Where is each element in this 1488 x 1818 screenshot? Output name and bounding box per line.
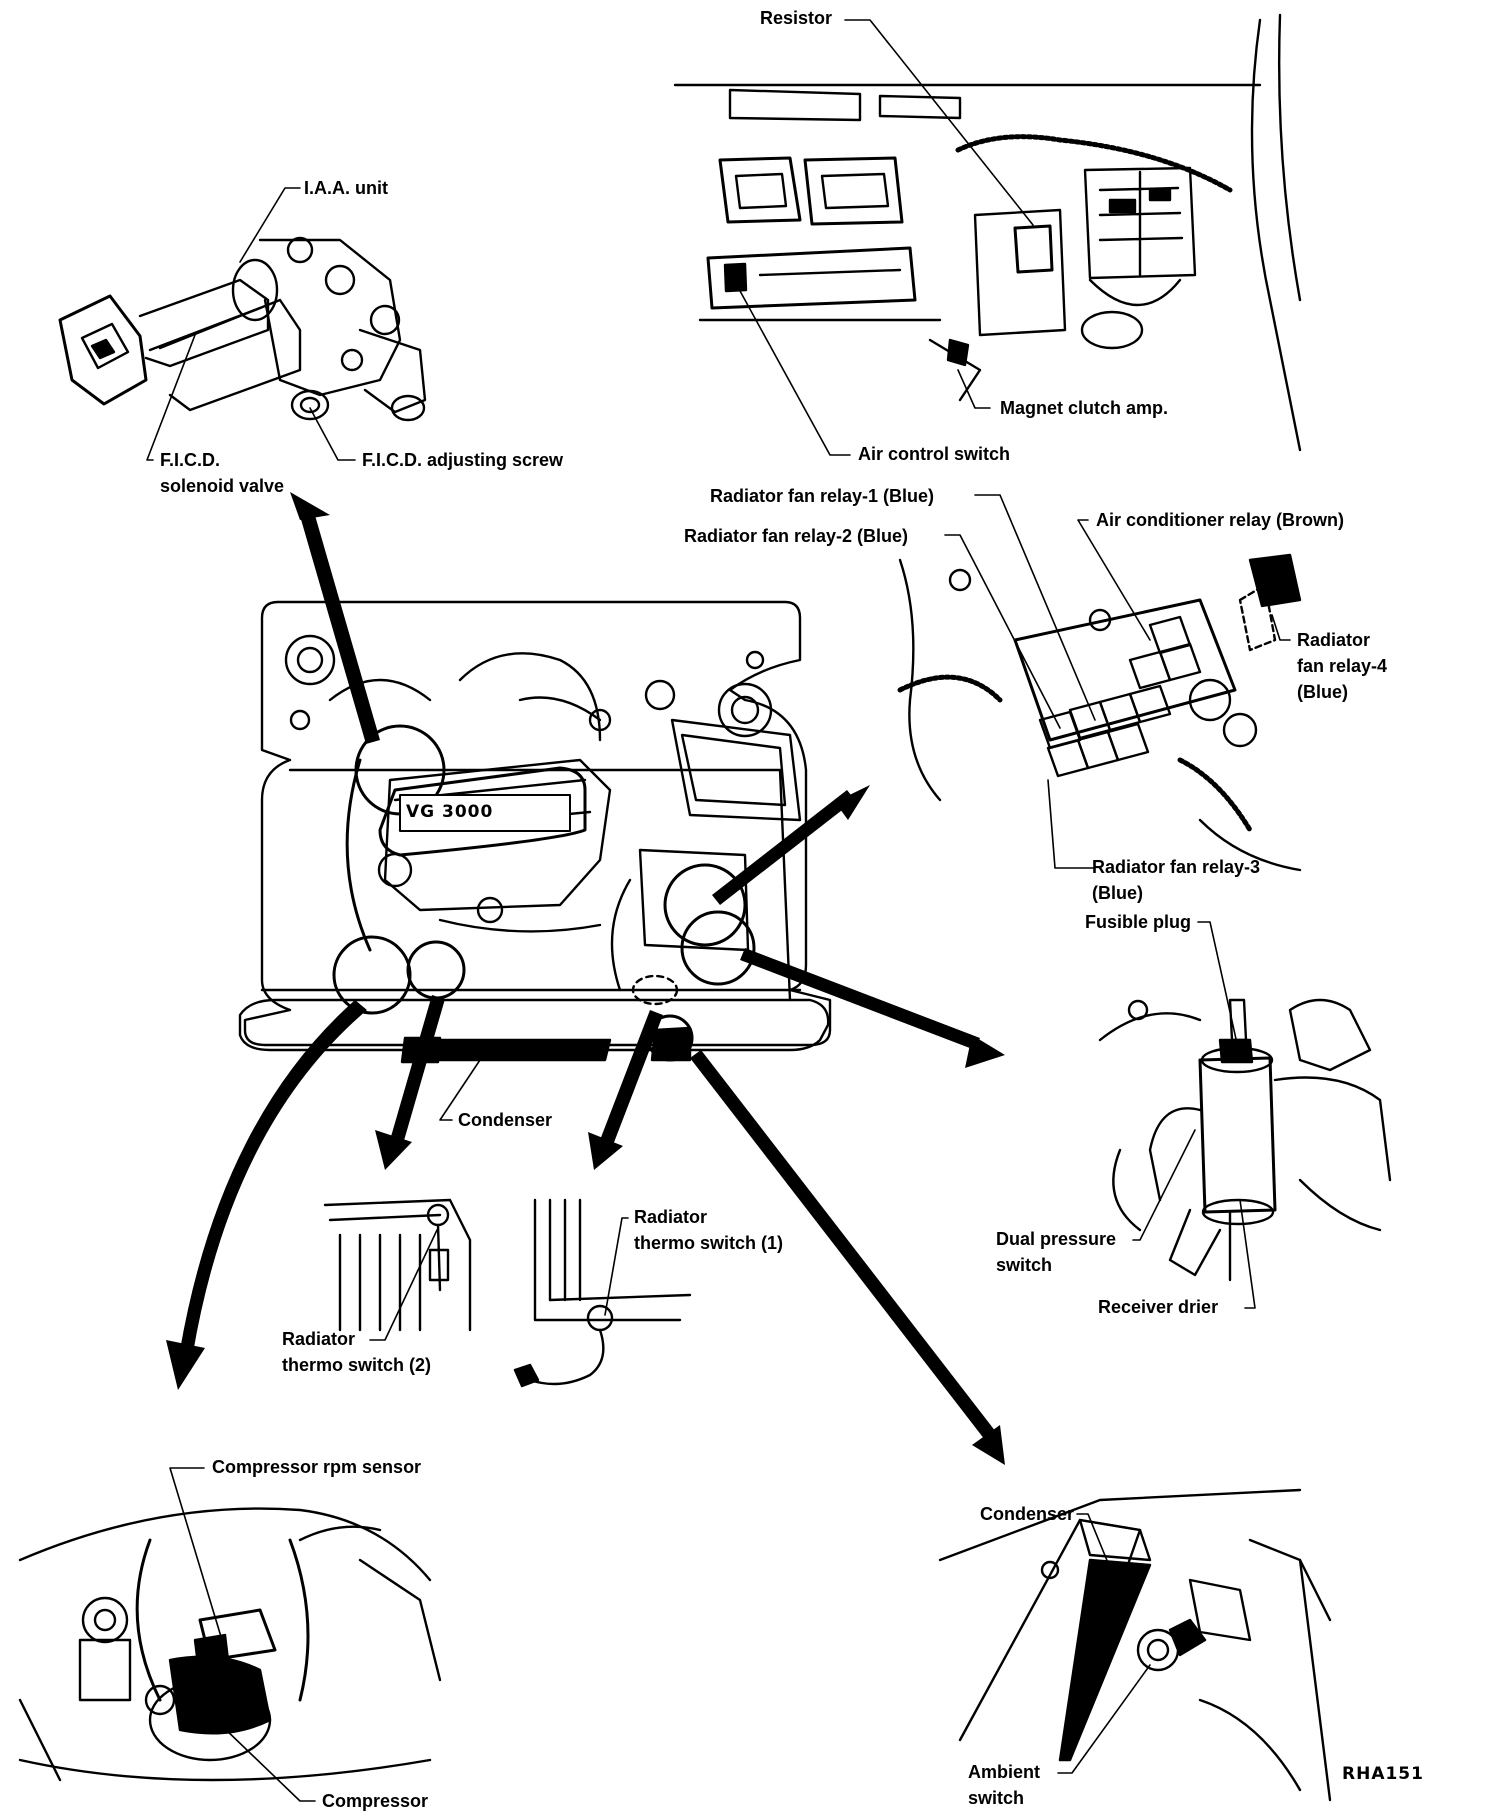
label-radiator-fan-relay-4-2: fan relay-4 (1297, 656, 1388, 676)
label-radiator-fan-relay-4-1: Radiator (1297, 630, 1371, 650)
label-air-conditioner-relay: Air conditioner relay (Brown) (1096, 510, 1345, 530)
label-radiator-fan-relay-3-1: Radiator fan relay-3 (1092, 857, 1261, 877)
label-fusible-plug: Fusible plug (1085, 912, 1191, 932)
label-ambient-switch-2: switch (968, 1788, 1025, 1808)
label-radiator-fan-relay-1: Radiator fan relay-1 (Blue) (710, 486, 935, 506)
label-radiator-thermo-switch-2-1: Radiator (282, 1329, 356, 1349)
label-condenser-detail: Condenser (980, 1504, 1075, 1524)
label-radiator-fan-relay-4-3: (Blue) (1297, 682, 1348, 702)
engine-badge-text: VG 3000 (406, 802, 494, 822)
label-resistor: Resistor (760, 8, 833, 28)
label-compressor: Compressor (322, 1791, 429, 1811)
label-ficd-solenoid-2: solenoid valve (160, 476, 285, 496)
figure-code: RHA151 (1342, 1764, 1424, 1784)
iaa-unit-detail (58, 236, 427, 422)
callout-arrows (166, 492, 1005, 1465)
label-air-control-switch: Air control switch (858, 444, 1011, 464)
label-radiator-thermo-switch-2-2: thermo switch (2) (282, 1355, 432, 1375)
ambient-switch-detail (938, 1488, 1332, 1802)
label-receiver-drier: Receiver drier (1098, 1297, 1219, 1317)
label-dual-pressure-switch-1: Dual pressure (996, 1229, 1117, 1249)
label-dual-pressure-switch-2: switch (996, 1255, 1053, 1275)
thermo-switch-1-detail (513, 1198, 692, 1388)
thermo-switch-2-detail (323, 1198, 472, 1332)
label-condenser-main: Condenser (458, 1110, 553, 1130)
receiver-drier-detail (1098, 998, 1392, 1282)
label-compressor-rpm-sensor: Compressor rpm sensor (212, 1457, 422, 1477)
label-radiator-thermo-switch-1-2: thermo switch (1) (634, 1233, 784, 1253)
label-ficd-adjusting-screw: F.I.C.D. adjusting screw (362, 450, 564, 470)
label-radiator-fan-relay-2: Radiator fan relay-2 (Blue) (684, 526, 909, 546)
label-ficd-solenoid-1: F.I.C.D. (160, 450, 221, 470)
resistor-blower-detail (673, 13, 1302, 452)
label-ambient-switch-1: Ambient (968, 1762, 1040, 1782)
relay-box-detail (897, 553, 1302, 872)
label-radiator-fan-relay-3-2: (Blue) (1092, 883, 1143, 903)
leader-lines (146, 19, 1291, 1802)
label-iaa-unit: I.A.A. unit (304, 178, 388, 198)
label-magnet-clutch-amp: Magnet clutch amp. (1000, 398, 1169, 418)
compressor-detail (18, 1507, 442, 1782)
label-radiator-thermo-switch-1-1: Radiator (634, 1207, 708, 1227)
